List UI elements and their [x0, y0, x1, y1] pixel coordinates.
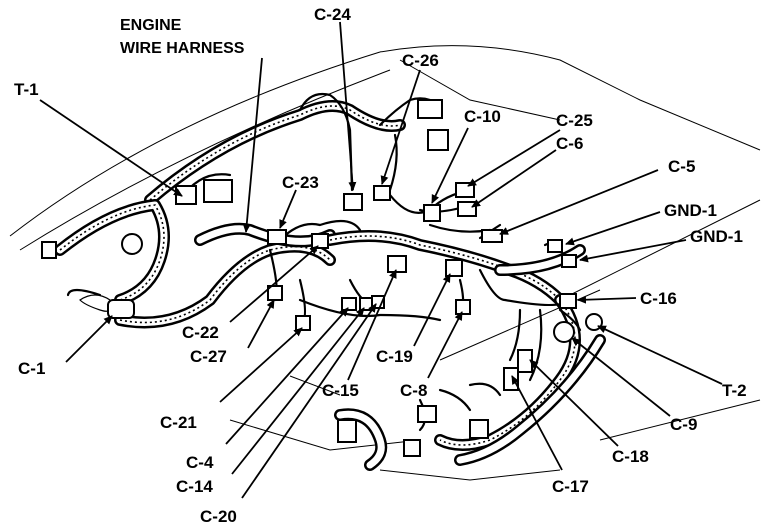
- connector-c27: [267, 285, 283, 301]
- label-c6: C-6: [556, 134, 583, 153]
- connector-c19: [445, 259, 463, 277]
- connector-c15: [387, 255, 407, 273]
- connector-left-plug: [41, 241, 57, 259]
- label-t2: T-2: [722, 381, 747, 400]
- leader-c8: [427, 311, 463, 379]
- title-line2: WIRE HARNESS: [120, 40, 245, 57]
- connector-c1: [107, 299, 135, 319]
- connector-c10: [423, 204, 441, 222]
- label-c17: C-17: [552, 477, 589, 496]
- leader-c16: [577, 295, 637, 304]
- leader-c24: [339, 21, 357, 191]
- leader-c21: [219, 327, 303, 403]
- connector-bottom-4: [469, 419, 489, 439]
- leader-c18: [529, 359, 619, 447]
- connector-c17: [503, 367, 519, 391]
- label-c5: C-5: [668, 157, 695, 176]
- label-c25: C-25: [556, 111, 593, 130]
- connector-c24: [343, 193, 363, 211]
- label-c20: C-20: [200, 507, 237, 526]
- leader-gnd1-a: [565, 211, 661, 246]
- leader-c15: [347, 269, 397, 381]
- connector-c25: [455, 182, 475, 198]
- connector-c5: [481, 229, 503, 243]
- label-c14: C-14: [176, 477, 213, 496]
- connector-gnd1-a: [547, 239, 563, 253]
- leader-c4: [225, 307, 349, 445]
- leader-t1: [39, 99, 183, 197]
- label-c22: C-22: [182, 323, 219, 342]
- connector-c26: [373, 185, 391, 201]
- leader-t2: [597, 325, 723, 385]
- label-c19: C-19: [376, 347, 413, 366]
- connector-upper-pair-1: [417, 99, 443, 119]
- connector-gnd1-b: [561, 254, 577, 268]
- connector-bottom-1: [337, 419, 357, 443]
- label-t1: T-1: [14, 80, 39, 99]
- connector-c8: [455, 299, 471, 315]
- leader-c1: [65, 315, 113, 363]
- leader-c20: [241, 303, 377, 499]
- leader-c22: [229, 245, 319, 323]
- connector-c4: [341, 297, 357, 311]
- main-harness-bundle: [54, 100, 606, 471]
- leader-c5: [499, 169, 659, 235]
- label-c8: C-8: [400, 381, 427, 400]
- leader-c6: [471, 149, 557, 208]
- label-c15: C-15: [322, 381, 359, 400]
- leader-c23: [279, 189, 297, 229]
- connector-c16: [559, 293, 577, 309]
- connector-c6: [457, 201, 477, 217]
- connector-bottom-3: [403, 439, 421, 457]
- labels: ENGINE WIRE HARNESS T-1 C-24 C-26 C-10 C…: [14, 5, 747, 526]
- label-gnd1-b: GND-1: [690, 227, 743, 246]
- label-c26: C-26: [402, 51, 439, 70]
- connector-left-round: [121, 233, 143, 255]
- connector-c22: [311, 233, 329, 249]
- leader-lines: [39, 21, 723, 499]
- label-c4: C-4: [186, 453, 214, 472]
- label-c21: C-21: [160, 413, 197, 432]
- label-c24: C-24: [314, 5, 351, 24]
- leader-c26: [380, 69, 421, 185]
- connector-c9: [553, 321, 575, 343]
- label-c9: C-9: [670, 415, 697, 434]
- leader-c19: [413, 273, 451, 347]
- leader-engine-harness: [242, 57, 263, 233]
- connector-c23: [267, 229, 287, 245]
- harness-branch-wires: [66, 92, 582, 432]
- label-c27: C-27: [190, 347, 227, 366]
- label-gnd1-a: GND-1: [664, 201, 717, 220]
- label-c10: C-10: [464, 107, 501, 126]
- connector-upper-pair-2: [427, 129, 449, 151]
- vehicle-body-outline: [9, 45, 761, 481]
- connector-relay-block: [203, 179, 233, 203]
- leader-c10: [431, 127, 469, 204]
- connector-c21: [295, 315, 311, 331]
- connectors: [41, 99, 603, 457]
- label-c18: C-18: [612, 447, 649, 466]
- leader-c9: [571, 337, 671, 417]
- leader-c14: [231, 307, 365, 475]
- label-c23: C-23: [282, 173, 319, 192]
- leader-c27: [247, 299, 275, 349]
- connector-bottom-2: [417, 405, 437, 423]
- title-line1: ENGINE: [120, 17, 182, 34]
- label-c1: C-1: [18, 359, 45, 378]
- label-c16: C-16: [640, 289, 677, 308]
- leader-gnd1-b: [579, 239, 687, 263]
- leader-c25: [467, 129, 561, 187]
- leader-c17: [511, 375, 563, 471]
